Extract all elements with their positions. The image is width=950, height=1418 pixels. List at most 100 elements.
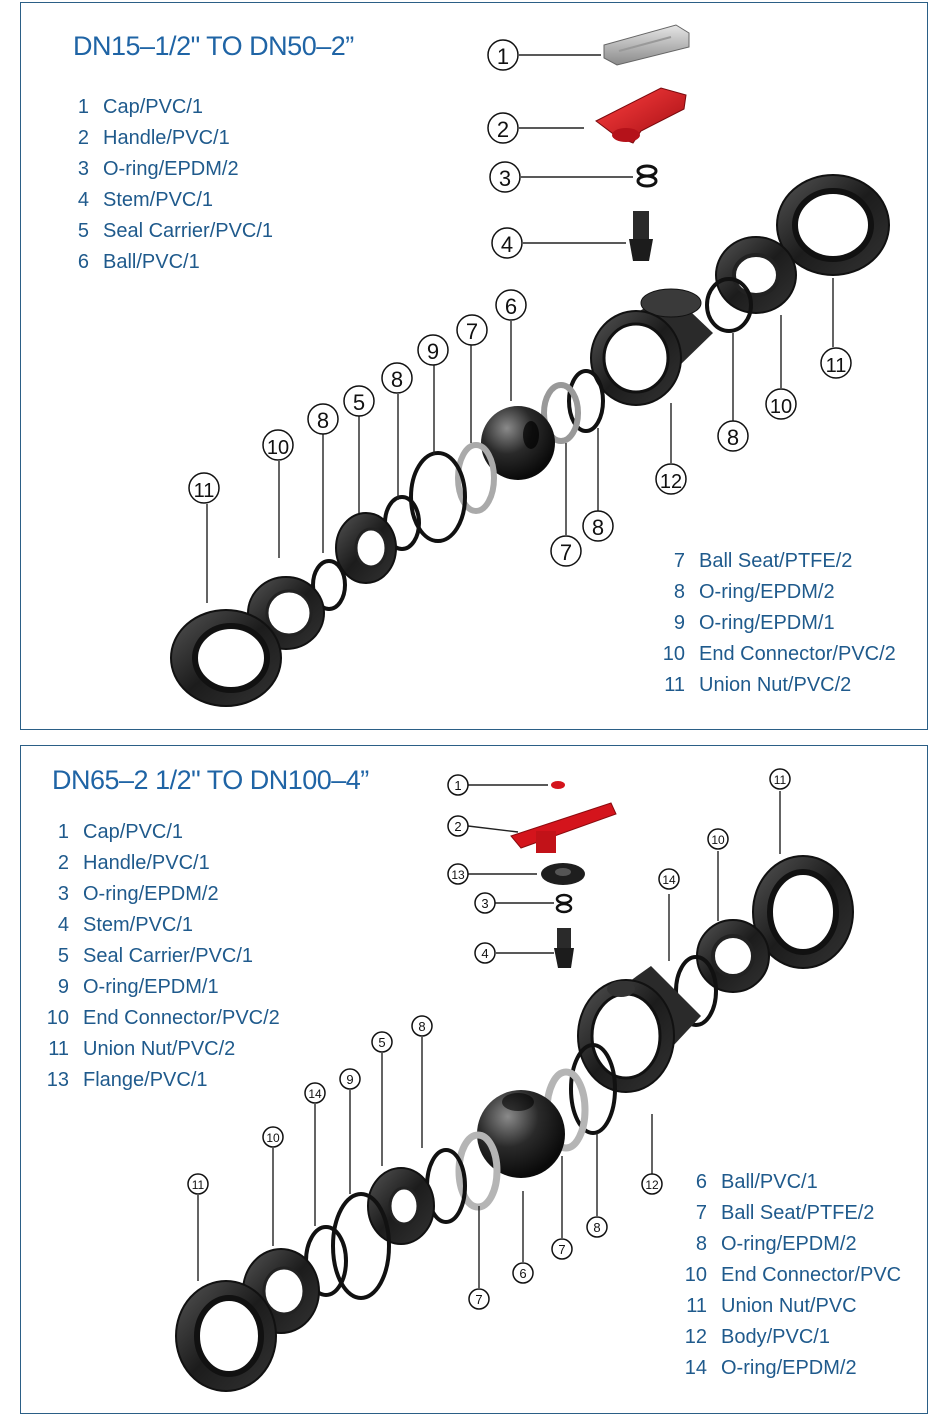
callout-marker: 4 [474,942,496,964]
svg-text:7: 7 [558,1242,565,1257]
svg-text:14: 14 [662,873,676,887]
o-ring-part [311,559,347,611]
svg-text:5: 5 [378,1035,385,1050]
svg-text:9: 9 [346,1072,353,1087]
callout-marker: 8 [411,1015,433,1037]
svg-text:7: 7 [466,319,478,344]
svg-text:7: 7 [475,1292,482,1307]
ball-part [477,1090,565,1178]
svg-text:5: 5 [353,390,365,415]
end-connector-part [715,236,797,314]
union-nut-part [170,609,282,707]
svg-text:11: 11 [826,355,847,377]
callout-marker: 10 [262,429,294,461]
ball-seat-part [541,382,581,444]
ball-seat-part [455,442,497,514]
callout-marker: 7 [456,314,488,346]
callout-marker: 14 [304,1082,326,1104]
callout-marker: 8 [381,362,413,394]
exploded-view-large: 1 2 13 3 4 11 10 14 9 5 8 7 6 7 8 12 14 … [175,768,854,1392]
callout-marker: 12 [655,463,687,495]
svg-text:8: 8 [727,425,739,450]
exploded-view-small: 1 2 3 4 11 10 8 5 8 9 7 6 12 7 8 8 10 11 [170,24,890,707]
callout-marker: 6 [512,1262,534,1284]
callout-marker: 13 [447,863,469,885]
callout-marker: 2 [487,112,519,144]
callout-marker: 7 [468,1288,490,1310]
seal-carrier-part [367,1167,435,1245]
callout-marker: 4 [491,227,523,259]
callout-marker: 8 [307,403,339,435]
svg-text:4: 4 [481,946,488,961]
o-ring-part [705,277,753,333]
callout-marker: 11 [820,347,852,379]
svg-text:12: 12 [660,471,682,493]
handle-part [595,87,687,144]
svg-text:12: 12 [645,1178,659,1192]
union-nut-part [752,855,854,969]
callout-marker: 8 [582,510,614,542]
o-ring-part [331,1192,391,1300]
callout-marker: 11 [769,768,791,790]
callout-marker: 10 [707,828,729,850]
svg-text:10: 10 [711,833,725,847]
callout-marker: 9 [417,334,449,366]
callout-marker: 7 [550,535,582,567]
o-ring-part [555,893,573,914]
panel-title: DN65–2 1/2" TO DN100–4” [52,765,369,795]
svg-text:6: 6 [505,294,517,319]
callout-marker: 11 [188,472,220,504]
o-ring-part [636,164,658,188]
svg-text:10: 10 [266,1131,280,1145]
callout-marker: 11 [187,1173,209,1195]
svg-text:3: 3 [499,166,511,191]
stem-part [554,928,574,968]
svg-text:1: 1 [454,778,461,793]
end-connector-part [696,919,770,993]
callout-marker: 3 [474,892,496,914]
svg-text:11: 11 [192,1178,205,1192]
callout-marker: 10 [765,388,797,420]
ball-part [481,406,555,480]
callout-marker: 5 [343,385,375,417]
svg-text:8: 8 [391,367,403,392]
handle-part [510,802,617,853]
callout-marker: 3 [489,161,521,193]
ball-seat-part [455,1131,501,1211]
svg-text:8: 8 [418,1019,425,1034]
valve-body-part [577,966,701,1093]
svg-text:9: 9 [427,339,439,364]
panel-title: DN15–1/2" TO DN50–2” [73,31,354,61]
valve-body-part [590,288,713,406]
o-ring-part [567,369,605,433]
union-nut-part [776,174,890,276]
callout-marker: 10 [262,1126,284,1148]
callout-marker: 7 [551,1238,573,1260]
svg-text:14: 14 [308,1087,322,1101]
svg-text:1: 1 [497,44,509,69]
svg-text:10: 10 [770,396,792,418]
o-ring-part [569,1043,617,1135]
